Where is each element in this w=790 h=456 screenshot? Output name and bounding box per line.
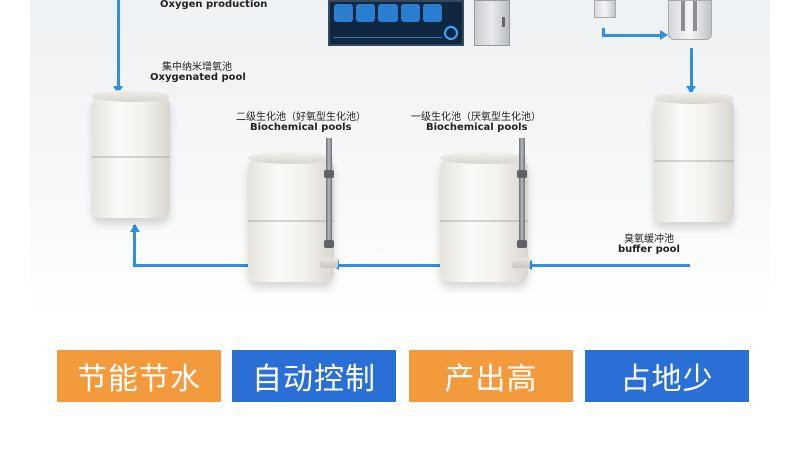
oxygen-production-label: Oxygen production (160, 0, 268, 10)
monitor-cell (378, 4, 398, 22)
cabinet-handle (502, 17, 505, 27)
oxygenated-pool-label-cn: 集中纳米增氧池 (162, 62, 232, 73)
secondary-pool-label-cn: 二级生化池（好氧型生化池） (236, 112, 366, 123)
tank-band (92, 156, 170, 158)
feature-row: 节能节水 自动控制 产出高 占地少 (0, 350, 790, 404)
arrow-right-top (660, 30, 668, 40)
ozone-generator (668, 0, 712, 40)
monitor-graph (334, 25, 442, 38)
feature-high-output: 产出高 (409, 350, 573, 402)
secondary-pool-label-en: Biochemical pools (250, 122, 352, 133)
primary-pool-label-en: Biochemical pools (426, 122, 528, 133)
tank-band (654, 160, 734, 162)
pipe-bottom-middle (335, 264, 443, 267)
buffer-pool-label-en: buffer pool (618, 244, 680, 255)
probe-cap (517, 170, 527, 178)
monitor-cell (356, 4, 376, 22)
monitor-grid (334, 4, 443, 22)
secondary-pool-probe (326, 138, 332, 248)
pipe-right-vertical (690, 48, 693, 92)
probe-cap (517, 240, 527, 248)
feature-energy-saving: 节能节水 (57, 350, 221, 402)
electrical-cabinet (474, 0, 510, 46)
oxygenated-pool-label-en: Oxygenated pool (150, 72, 246, 83)
generator-pipe (693, 1, 697, 31)
primary-pool-label-cn: 一级生化池（厌氧型生化池） (411, 112, 541, 123)
tank-top (440, 152, 528, 164)
tank-band (248, 220, 334, 222)
pipe-top-right (602, 28, 605, 36)
monitor-cell (400, 4, 420, 22)
secondary-pool-tank (248, 152, 334, 282)
monitor-cell (334, 4, 354, 22)
control-monitor (328, 0, 464, 46)
arrow-down-right (686, 86, 696, 94)
tank-top (248, 152, 334, 164)
pipe-left-down (133, 225, 136, 267)
tank-top (92, 90, 170, 102)
arrow-up-oxygen (130, 224, 140, 232)
pipe-left-top (117, 0, 120, 94)
probe-cap (324, 170, 334, 178)
pipe-top-right-horizontal (602, 34, 664, 37)
tank-top (654, 92, 734, 104)
oxygenated-pool-tank (92, 90, 170, 218)
pipe-bottom-right (528, 264, 690, 267)
probe-cap (324, 240, 334, 248)
small-device (594, 0, 616, 18)
feature-auto-control: 自动控制 (232, 350, 396, 402)
secondary-pool-outlet (320, 258, 338, 268)
pipe-bottom-left (133, 264, 251, 267)
monitor-dial-icon (444, 26, 458, 40)
process-diagram: Oxygen production 集中纳米增氧池 Oxygenated poo… (30, 0, 770, 318)
primary-pool-probe (519, 138, 525, 248)
feature-small-footprint: 占地少 (585, 350, 749, 402)
buffer-pool-label-cn: 臭氧缓冲池 (624, 234, 674, 245)
tank-band (440, 220, 528, 222)
buffer-pool-tank (654, 92, 734, 222)
monitor-cell (422, 4, 443, 22)
generator-pipe (681, 1, 685, 31)
primary-pool-outlet (512, 258, 530, 268)
